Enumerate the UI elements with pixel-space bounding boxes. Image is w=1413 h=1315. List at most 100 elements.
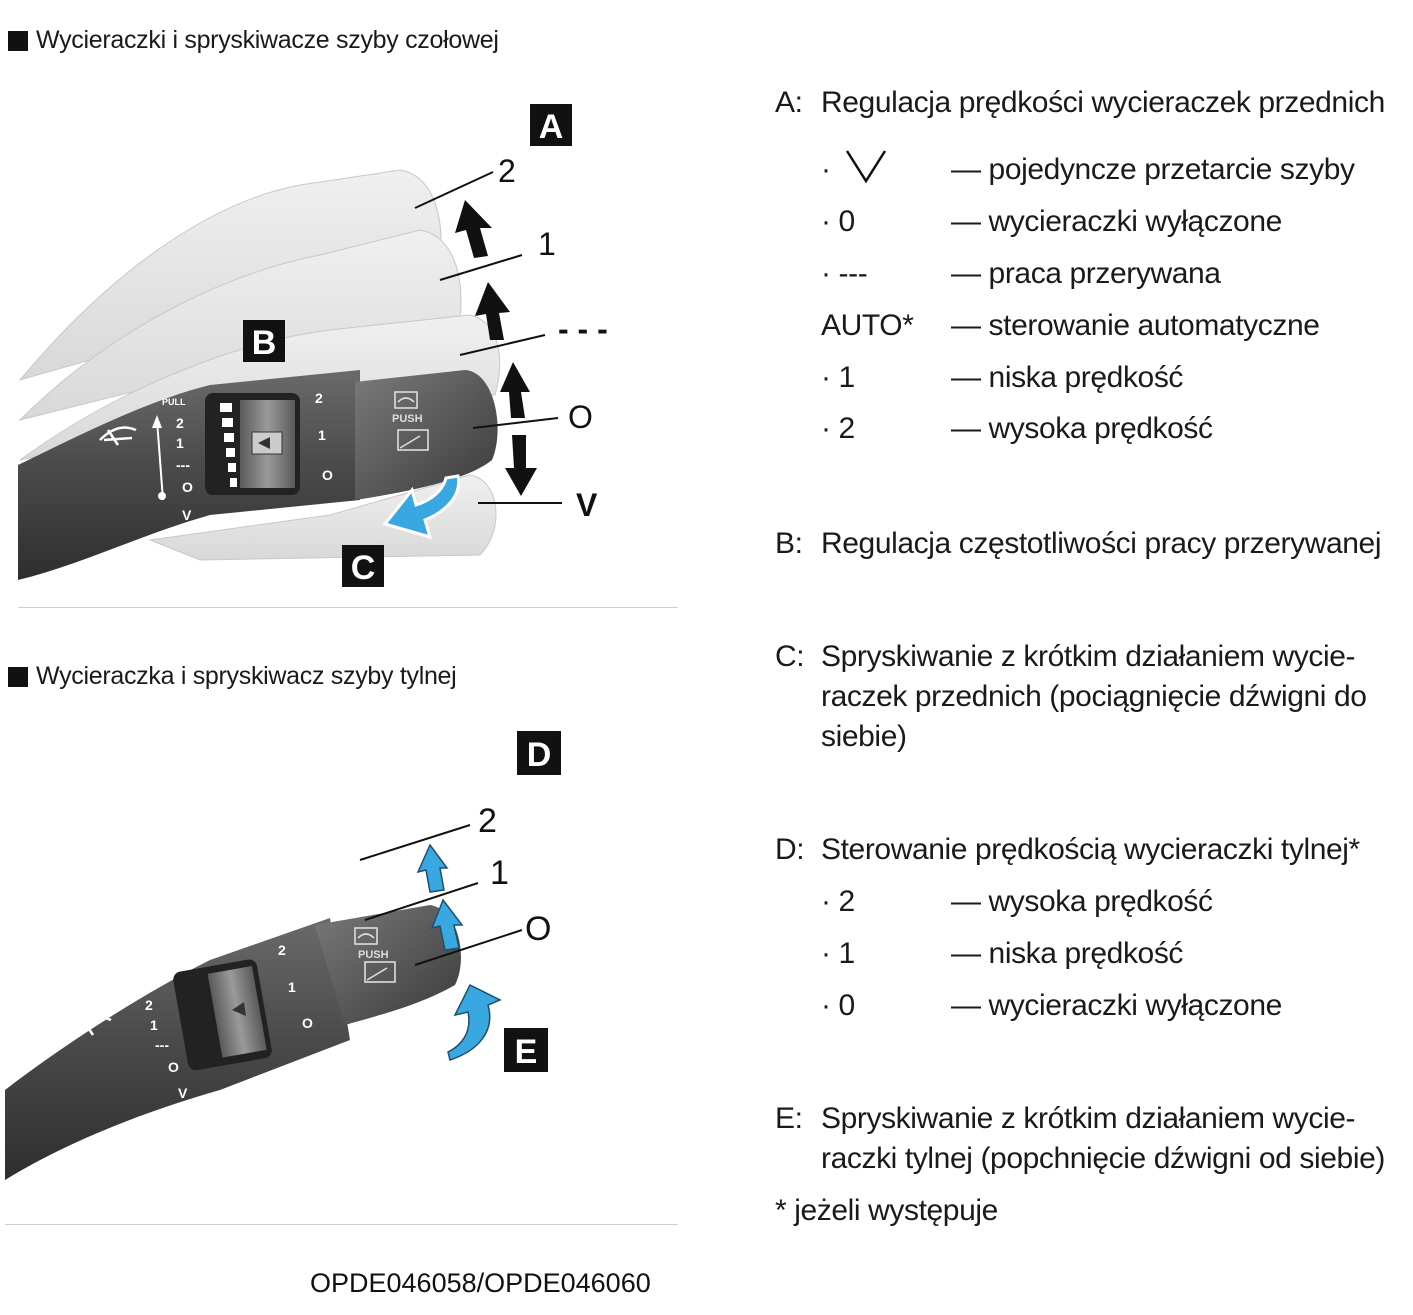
ring-mark-0: O (322, 467, 333, 483)
wiper-stalk-end-cap (355, 370, 498, 500)
rear-leader-line-1 (364, 882, 479, 921)
legend-a-item-desc: — wycieraczki wyłączone (951, 205, 1282, 238)
rear-stalk-mark-v: V (178, 1085, 188, 1101)
label-d: D (527, 736, 552, 774)
rear-wiper-icon (364, 961, 396, 983)
position-label-1: 1 (538, 226, 556, 262)
rear-stalk-body (5, 918, 350, 1180)
ring-mark-1: 1 (318, 427, 326, 443)
rear-wiper-stalk-figure: 2 1 --- O V PULL 2 1 O PUSH 2 1 O D E (5, 731, 561, 1180)
legend-a-label: A: (775, 86, 803, 119)
position-label-v: V (576, 487, 598, 523)
rear-push-text: PUSH (358, 949, 389, 961)
interval-bars (220, 403, 237, 487)
label-box-e (504, 1028, 548, 1072)
rear-section-title-text: Wycieraczka i spryskiwacz szyby tylnej (36, 662, 457, 690)
legend-d-item-desc: — niska prędkość (951, 937, 1184, 970)
legend-b-text: Regulacja częstotliwości pracy przerywan… (821, 527, 1382, 560)
legend-b-label: B: (775, 527, 803, 560)
rear-ring-mark-1: 1 (288, 979, 296, 995)
front-wiper-stalk-figure: 2 1 --- O V PULL 2 1 O PUSH 2 1 - (18, 104, 608, 587)
legend-e-line: Spryskiwanie z krótkim działaniem wycie- (821, 1102, 1356, 1135)
rear-leader-line-2 (359, 824, 471, 861)
label-b: B (252, 324, 277, 362)
rear-position-label-2: 2 (478, 802, 497, 840)
rear-position-label-1: 1 (490, 854, 509, 892)
legend-d-item-sym: · 0 (821, 989, 855, 1022)
legend-c-label: C: (775, 640, 805, 673)
position-label-0: O (568, 399, 593, 435)
rear-stalk-mark-1: 1 (150, 1017, 158, 1033)
legend-e-line: raczki tylnej (popchnięcie dźwigni od si… (821, 1142, 1385, 1175)
stalk-scale-line (156, 419, 164, 501)
rear-ring-mark-2: 2 (278, 942, 286, 958)
rear-section-title: Wycieraczka i spryskiwacz szyby tylnej (8, 662, 457, 691)
arrow-left-icon (232, 1002, 246, 1016)
push-arrow-icon (447, 983, 502, 1061)
legend-c-line: raczek przednich (pociągnięcie dźwigni d… (821, 680, 1367, 713)
legend-d-item-sym: · 1 (821, 937, 855, 970)
stalk-mark-v: V (182, 507, 192, 523)
label-box-a (530, 104, 572, 146)
pull-arrow-icon (382, 474, 461, 540)
stalk-mark-int: --- (176, 457, 190, 473)
washer-push-icon (394, 391, 418, 409)
leader-line-int (459, 334, 546, 356)
legend-a-item-sym: AUTO* (821, 309, 914, 342)
label-a: A (539, 108, 564, 146)
legend-a-item-sym: · (821, 153, 831, 186)
legend-a-text: Regulacja prędkości wycieraczek przednic… (821, 86, 1385, 119)
label-box-b (243, 320, 285, 362)
divider-front (18, 607, 678, 608)
rear-stalk-mark-0: O (168, 1059, 179, 1075)
push-text: PUSH (392, 413, 423, 425)
legend-a-item-desc: — niska prędkość (951, 361, 1184, 394)
stalk-mark-1: 1 (176, 435, 184, 451)
legend-c-line: siebie) (821, 720, 907, 753)
position-label-2: 2 (498, 153, 516, 189)
legend-d-item-desc: — wycieraczki wyłączone (951, 989, 1282, 1022)
legend-d-item-desc: — wysoka prędkość (951, 885, 1213, 918)
legend-a-item-sym: · 2 (821, 412, 855, 445)
front-section-title: Wycieraczki i spryskiwacze szyby czołowe… (8, 26, 499, 55)
figure-caption: OPDE046058/OPDE046060 (310, 1268, 651, 1298)
scale-dot (158, 492, 166, 500)
legend-a-item-desc: — pojedyncze przetarcie szyby (951, 153, 1355, 186)
leader-line-1 (439, 254, 523, 281)
pull-text: PULL (162, 397, 186, 407)
label-box-d (517, 731, 561, 775)
rear-pull-text: PULL (132, 982, 156, 992)
position-label-int: - - - (558, 311, 608, 347)
arrow-left-icon (258, 437, 270, 449)
legend-c-line: Spryskiwanie z krótkim działaniem wycie- (821, 640, 1356, 673)
label-e: E (515, 1033, 538, 1071)
legend-d-text: Sterowanie prędkością wycieraczki tylnej… (821, 833, 1360, 866)
bullet-square-icon (8, 30, 28, 51)
rear-position-label-0: O (525, 910, 551, 948)
front-section-title-text: Wycieraczki i spryskiwacze szyby czołowe… (36, 26, 499, 54)
legend-a-item-desc: — wysoka prędkość (951, 412, 1213, 445)
rear-position-arrows (416, 843, 464, 951)
legend-d-label: D: (775, 833, 805, 866)
rear-stalk-end-cap (315, 905, 462, 1025)
legend: A: Regulacja prędkości wycieraczek przed… (775, 0, 1405, 1315)
footnote-text: * jeżeli występuje (775, 1194, 998, 1227)
divider-rear (5, 1224, 678, 1225)
ghost-stalk-pos-2 (18, 169, 442, 381)
windshield-wiper-icon (397, 429, 429, 451)
arrow-up-icon (152, 415, 162, 428)
rear-ring-mark-0: O (302, 1015, 313, 1031)
legend-a-item-sym: · 0 (821, 205, 855, 238)
rear-stalk-mark-2: 2 (145, 997, 153, 1013)
legend-a-item-sym: · --- (821, 257, 868, 290)
legend-a-item-sym: · 1 (821, 361, 855, 394)
label-box-c (342, 545, 384, 587)
position-arrows (455, 200, 537, 496)
ring-mark-2: 2 (315, 390, 323, 406)
rear-stalk-mark-int: --- (155, 1037, 169, 1053)
leader-line-2 (414, 171, 494, 209)
legend-d-item-sym: · 2 (821, 885, 855, 918)
leader-line-0 (472, 417, 559, 429)
label-c: C (351, 549, 376, 587)
rear-leader-line-0 (414, 929, 523, 966)
